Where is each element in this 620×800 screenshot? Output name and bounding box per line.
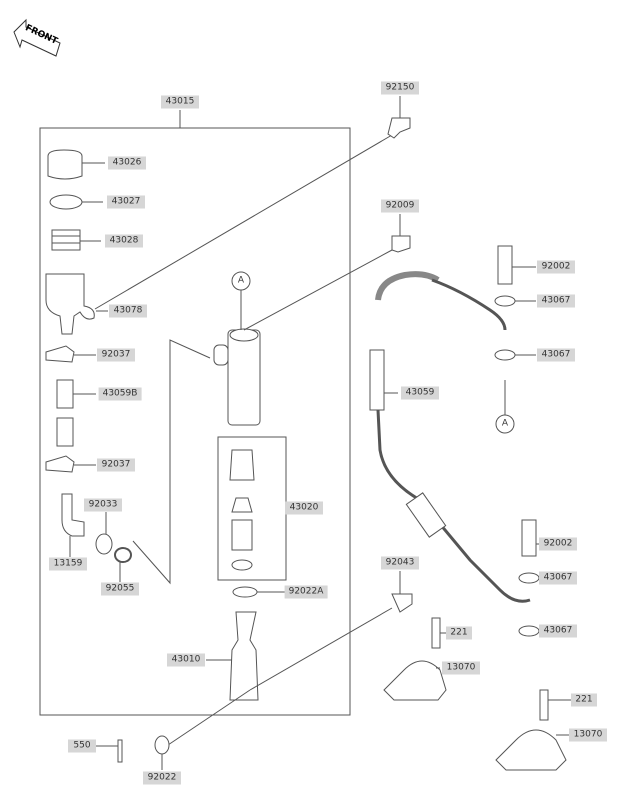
part-label[interactable]: 92055 bbox=[101, 582, 139, 596]
reservoir bbox=[45, 273, 95, 335]
part-label[interactable]: 43015 bbox=[161, 95, 199, 109]
part-label[interactable]: 92022 bbox=[143, 771, 181, 785]
part-label[interactable]: 13070 bbox=[442, 661, 480, 675]
part-label[interactable]: 43020 bbox=[285, 501, 323, 515]
part-label[interactable]: 92022A bbox=[284, 585, 328, 599]
part-label[interactable]: 43067 bbox=[539, 624, 577, 638]
part-label[interactable]: 92037 bbox=[97, 458, 135, 472]
part-label[interactable]: 221 bbox=[571, 693, 597, 707]
part-label[interactable]: 92033 bbox=[84, 498, 122, 512]
part-label[interactable]: 43078 bbox=[109, 304, 147, 318]
part-label[interactable]: 43067 bbox=[537, 294, 575, 308]
part-label[interactable]: 43067 bbox=[539, 571, 577, 585]
part-label[interactable]: 43027 bbox=[107, 195, 145, 209]
part-label[interactable]: 43010 bbox=[167, 653, 205, 667]
part-label[interactable]: 92009 bbox=[381, 199, 419, 213]
part-label[interactable]: 43028 bbox=[105, 234, 143, 248]
part-label[interactable]: 550 bbox=[68, 739, 96, 753]
part-label[interactable]: 43067 bbox=[537, 348, 575, 362]
part-label[interactable]: 13159 bbox=[49, 557, 87, 571]
part-label[interactable]: 92037 bbox=[97, 348, 135, 362]
part-label[interactable]: 43059 bbox=[401, 386, 439, 400]
marker-a: A bbox=[237, 275, 245, 286]
master-cylinder-body bbox=[213, 328, 261, 426]
part-label[interactable]: 43026 bbox=[108, 156, 146, 170]
push-rod bbox=[229, 611, 259, 701]
part-label[interactable]: 43059B bbox=[98, 387, 142, 401]
marker-a: A bbox=[501, 418, 509, 429]
reservoir-cap bbox=[47, 149, 105, 180]
part-label[interactable]: 92002 bbox=[537, 260, 575, 274]
mount-bracket-2 bbox=[495, 729, 567, 771]
assembly-43015-frame bbox=[39, 127, 351, 716]
part-label[interactable]: 13070 bbox=[569, 728, 607, 742]
part-label[interactable]: 92002 bbox=[539, 537, 577, 551]
front-arrow-icon bbox=[13, 18, 61, 57]
spring bbox=[229, 449, 255, 481]
mount-bracket bbox=[383, 660, 447, 701]
part-label[interactable]: 92043 bbox=[381, 556, 419, 570]
part-label[interactable]: 92150 bbox=[381, 81, 419, 95]
hose-fitting bbox=[61, 493, 85, 537]
part-label[interactable]: 221 bbox=[446, 626, 472, 640]
